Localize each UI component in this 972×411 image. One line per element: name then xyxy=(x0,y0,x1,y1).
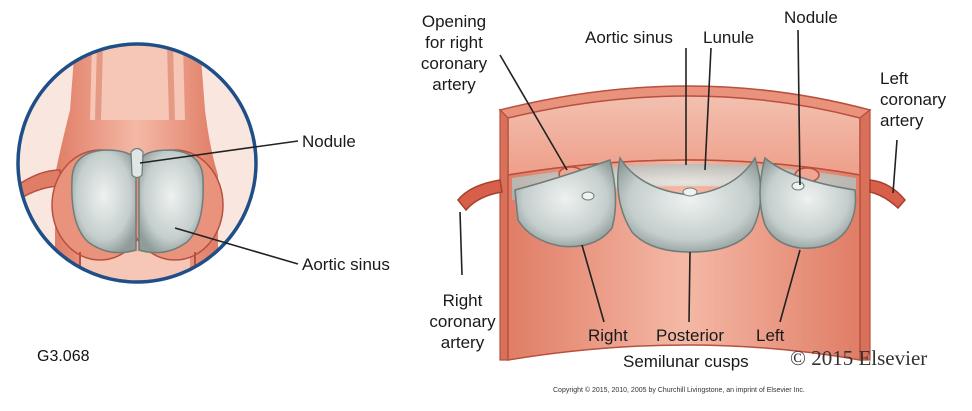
label-aortic-sinus-left: Aortic sinus xyxy=(302,255,390,274)
label-opening-line4: artery xyxy=(432,75,476,94)
label-left-coronary-artery: Left coronary artery xyxy=(880,68,960,131)
label-left-coronary-line3: artery xyxy=(880,111,924,130)
magnified-valve-view xyxy=(16,42,258,284)
leader-lines xyxy=(139,29,898,323)
lens-border xyxy=(16,42,258,284)
label-opening-right-coronary: Opening for right coronary artery xyxy=(414,11,494,95)
label-nodule-left: Nodule xyxy=(302,132,356,151)
label-cusp-left: Left xyxy=(756,326,785,345)
label-right-coronary-line2: coronary xyxy=(429,312,496,331)
label-nodule-top: Nodule xyxy=(784,8,838,27)
label-opening-line3: coronary xyxy=(420,54,488,73)
label-cusp-right: Right xyxy=(588,326,628,345)
label-cusp-posterior: Posterior xyxy=(656,326,725,345)
label-right-coronary-line1: Right xyxy=(442,291,483,310)
label-opening-line1: Opening xyxy=(421,12,487,31)
label-aortic-sinus-top: Aortic sinus xyxy=(585,28,673,47)
label-left-coronary-line2: coronary xyxy=(880,90,947,109)
cusp-left xyxy=(759,156,857,249)
label-semilunar-cusps: Semilunar cusps xyxy=(623,352,749,371)
right-coronary-artery xyxy=(457,179,503,212)
label-left-coronary-line1: Left xyxy=(880,69,909,88)
cusp-right xyxy=(514,159,617,248)
copyright-fine-print: Copyright © 2015, 2010, 2005 by Churchil… xyxy=(553,387,805,394)
label-opening-line2: for right xyxy=(425,33,483,52)
figure-code: G3.068 xyxy=(37,348,90,365)
label-lunule: Lunule xyxy=(703,28,755,47)
label-right-coronary-line3: artery xyxy=(440,333,485,352)
opened-aorta-view xyxy=(457,85,906,361)
label-right-coronary-artery: Right coronary artery xyxy=(420,290,505,353)
left-coronary-artery xyxy=(869,179,906,210)
copyright-mark: © 2015 Elsevier xyxy=(790,346,928,370)
